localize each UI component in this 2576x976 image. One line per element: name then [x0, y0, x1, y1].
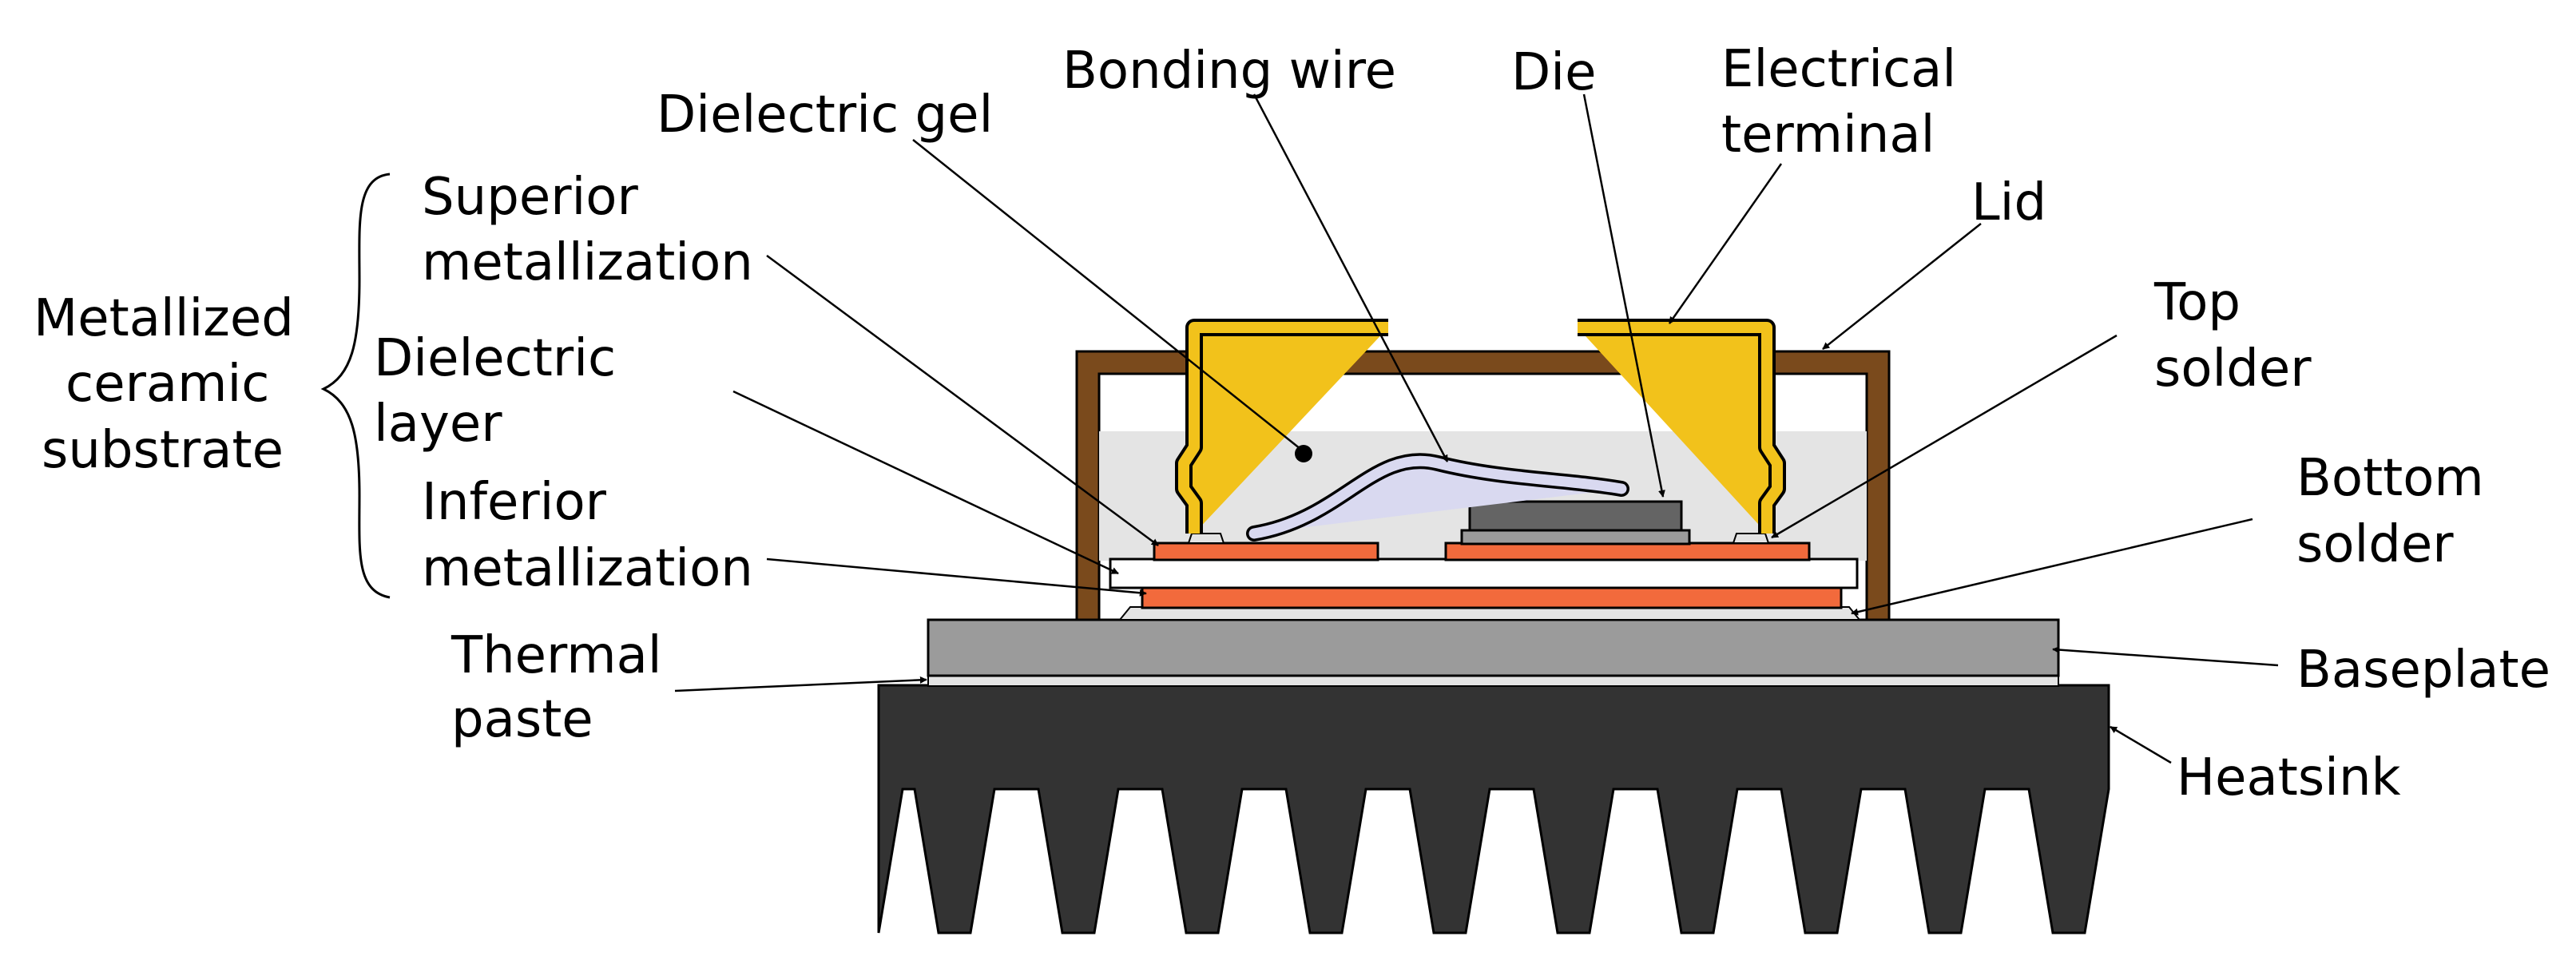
leader-thermal-paste [674, 676, 927, 692]
leader-lid [1822, 223, 1982, 350]
label-dielectric-layer-line1: Dielectric [374, 329, 616, 388]
leader-top-solder [1771, 334, 2118, 539]
dielectric-layer [1109, 557, 1859, 589]
lid [1075, 350, 1891, 621]
label-inferior-metallization-line2: metallization [422, 539, 753, 598]
leader-dielectric-gel [912, 139, 1301, 450]
label-inferior-metallization-line1: Inferior [422, 473, 607, 532]
top-solder-right [1732, 533, 1770, 544]
die-bottom [1460, 529, 1691, 546]
label-dielectric-layer-line2: layer [374, 395, 502, 454]
label-electrical-terminal-line2: terminal [1721, 105, 1935, 165]
label-die: Die [1511, 43, 1596, 102]
superior-metallization-left [1153, 542, 1379, 561]
leader-bonding-wire [1252, 93, 1449, 462]
top-solder-left [1187, 533, 1225, 544]
label-lid: Lid [1971, 173, 2046, 232]
label-dielectric-gel: Dielectric gel [657, 85, 993, 145]
heatsink [877, 684, 2110, 934]
leader-bottom-solder [1851, 518, 2253, 616]
leader-baseplate [2052, 646, 2279, 667]
leader-heatsink [2110, 725, 2172, 764]
leader-electrical-terminal [1668, 163, 1783, 324]
substrate-brace [320, 173, 391, 599]
label-thermal-paste-line2: paste [451, 690, 593, 749]
leader-superior-metallization [766, 254, 1159, 547]
label-baseplate: Baseplate [2296, 641, 2550, 700]
superior-metallization-right [1444, 542, 1811, 561]
label-bonding-wire: Bonding wire [1062, 42, 1396, 101]
label-superior-metallization-line2: metallization [422, 233, 753, 292]
label-bottom-solder-line1: Bottom [2296, 449, 2484, 508]
label-thermal-paste-line1: Thermal [451, 626, 662, 685]
label-metallized-ceramic-line1: Metallized [34, 289, 294, 348]
baseplate [927, 618, 2060, 677]
label-bottom-solder-line2: solder [2296, 515, 2454, 574]
dielectric-gel-dot [1295, 445, 1312, 462]
inferior-metallization [1141, 585, 1843, 609]
leader-dielectric-layer [732, 390, 1119, 575]
label-top-solder-line1: Top [2153, 273, 2241, 332]
leader-inferior-metallization [766, 557, 1147, 597]
label-heatsink: Heatsink [2177, 748, 2401, 807]
label-metallized-ceramic-line3: substrate [42, 421, 284, 480]
die-top [1468, 500, 1683, 534]
leader-lines [674, 93, 2279, 764]
label-superior-metallization-line1: Superior [422, 168, 638, 227]
label-metallized-ceramic-line2: ceramic [65, 355, 269, 414]
label-electrical-terminal-line1: Electrical [1721, 40, 1956, 99]
leader-die [1582, 93, 1665, 498]
label-top-solder-line2: solder [2154, 339, 2312, 399]
